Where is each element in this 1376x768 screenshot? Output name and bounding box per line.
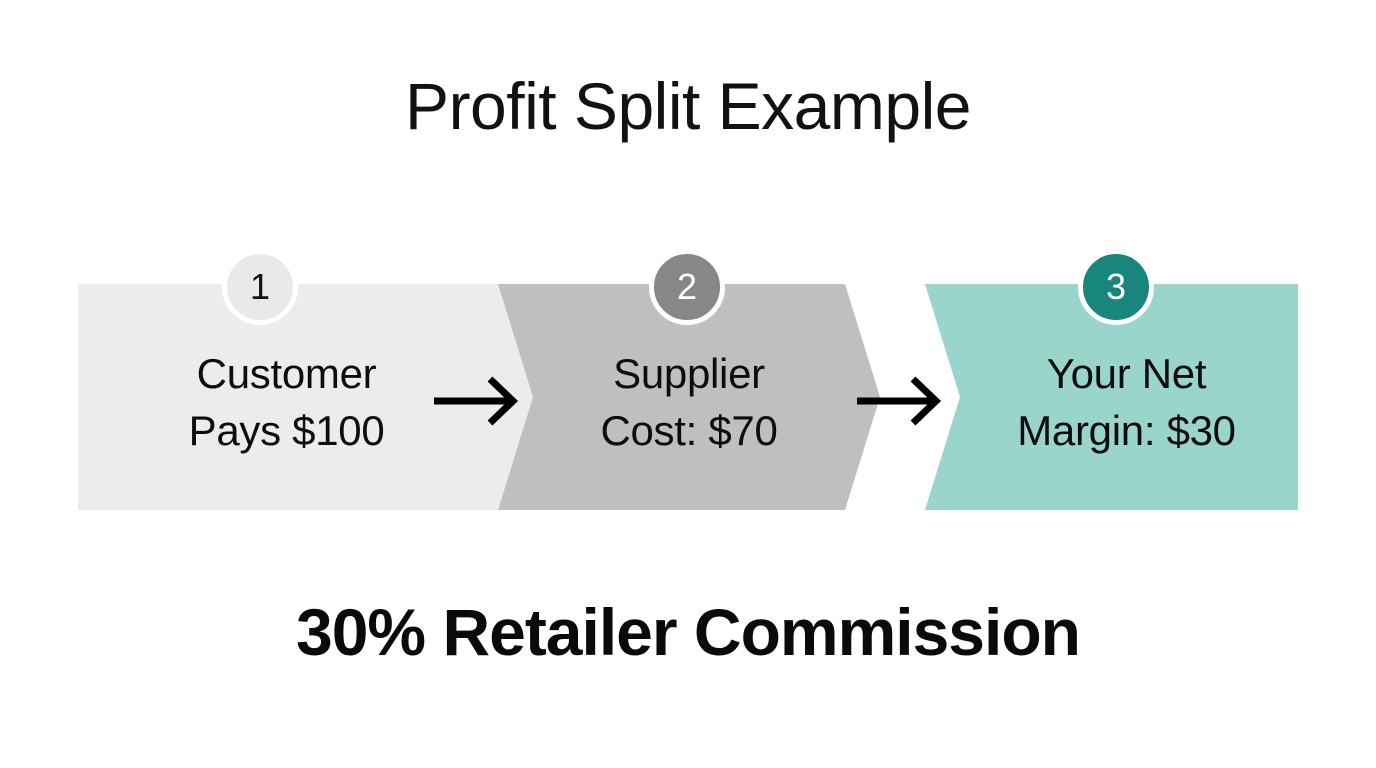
right-arrow-icon [857,376,942,426]
chevron-shape-1 [78,284,533,510]
flow-step-2-line2: Cost: $70 [600,407,778,454]
flow-step-1: Customer Pays $100 [78,284,533,510]
step-badge-1: 1 [222,249,298,325]
flow-step-3-label: Your Net Margin: $30 [925,345,1298,459]
step-badge-3-number: 3 [1105,266,1127,307]
chevron-shape-3 [925,284,1298,510]
step-badge-1-number: 1 [249,266,271,307]
flow-step-3-line1: Your Net [1046,350,1207,397]
flow-step-1-label: Customer Pays $100 [78,345,533,459]
step-badge-2: 2 [649,249,725,325]
right-arrow-icon [434,376,519,426]
flow-step-1-line1: Customer [196,350,377,397]
flow-step-3-line2: Margin: $30 [1017,407,1236,454]
process-flow: Customer Pays $100 Supplier Cost: $70 Yo… [0,284,1376,510]
flow-step-2: Supplier Cost: $70 [498,284,880,510]
flow-step-2-line1: Supplier [613,350,765,397]
step-badge-2-number: 2 [676,266,698,307]
flow-step-2-label: Supplier Cost: $70 [498,345,880,459]
flow-step-3: Your Net Margin: $30 [925,284,1298,510]
chevron-shape-2 [498,284,880,510]
footer-caption: 30% Retailer Commission [296,595,1081,669]
step-badge-3: 3 [1078,249,1154,325]
flow-step-1-line2: Pays $100 [188,407,385,454]
page-title: Profit Split Example [405,69,971,143]
